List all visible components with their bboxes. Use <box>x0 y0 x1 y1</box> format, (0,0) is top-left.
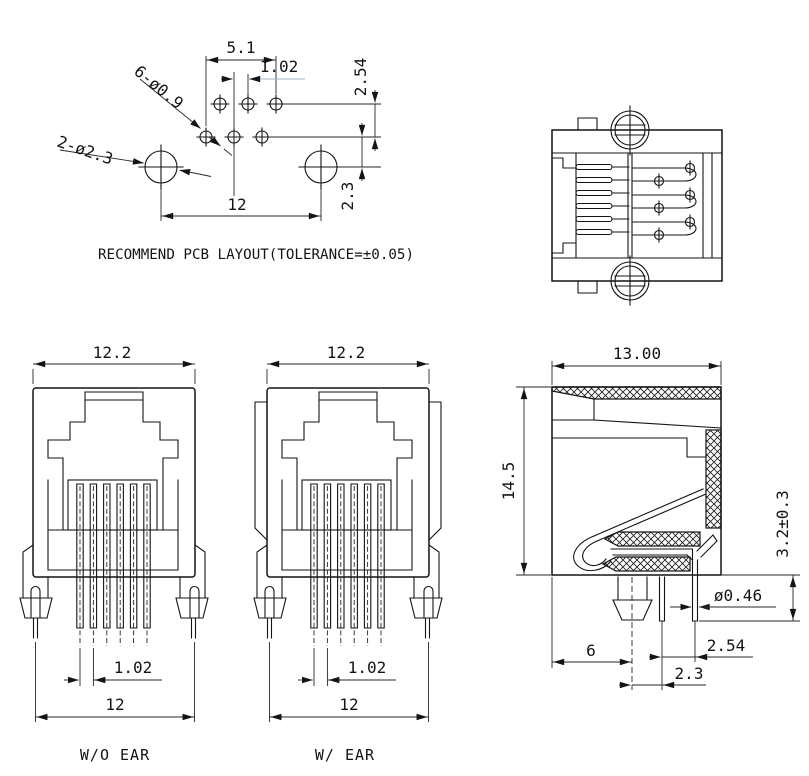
dim-row-pitch: 2.54 <box>351 58 370 97</box>
mount-post-top <box>610 105 650 156</box>
dim-mount-span-pcb: 12 <box>227 195 246 214</box>
dim-standoff: 3.2±0.3 <box>773 490 792 557</box>
label-big-holes: 2-ø2.3 <box>55 132 116 169</box>
dim-foot-span-w-ear: 12 <box>339 695 358 714</box>
hatched-latch-wall <box>705 429 722 529</box>
solder-pins-side <box>658 548 699 622</box>
dim-pin-pitch-pcb: 1.02 <box>260 57 299 76</box>
dim-foot-span-wo-ear: 12 <box>105 695 124 714</box>
front-view-without-ear: 12.2 1.02 12 W/O EAR <box>20 343 208 764</box>
mount-post-bottom <box>610 255 650 306</box>
dim-pin-pitch-side: 2.54 <box>707 636 746 655</box>
pcb-note: RECOMMEND PCB LAYOUT(TOLERANCE=±0.05) <box>98 247 414 263</box>
mount-peg <box>612 576 653 621</box>
dim-height: 14.5 <box>499 462 518 501</box>
hatched-bar-lower <box>601 556 691 572</box>
wire-traces <box>631 152 713 259</box>
pcb-layout-view: 5.1 1.02 2.54 2.3 12 6-ø0.9 2-ø2.3 RECOM… <box>55 38 414 263</box>
dim-pin-span: 5.1 <box>227 38 256 57</box>
top-view <box>551 105 723 306</box>
caption-w-ear: W/ EAR <box>315 746 375 764</box>
contact-comb <box>575 163 630 236</box>
dim-pin-dia: ø0.46 <box>714 586 762 605</box>
dim-peg-to-pin: 2.3 <box>675 664 704 683</box>
dim-pin-pitch-w-ear: 1.02 <box>348 658 387 677</box>
caption-wo-ear: W/O EAR <box>80 746 150 764</box>
hatched-bar-upper <box>603 531 701 547</box>
dim-width-w-ear: 12.2 <box>327 343 366 362</box>
front-view-with-ear: 12.2 1.02 12 W/ EAR <box>254 343 442 764</box>
ear-right <box>428 401 442 541</box>
label-small-holes: 6-ø0.9 <box>130 61 187 112</box>
dim-row-to-mount: 2.3 <box>338 182 357 211</box>
dim-depth: 13.00 <box>613 344 661 363</box>
dim-peg-offset: 6 <box>586 641 596 660</box>
ear-left <box>254 401 268 541</box>
big-holes <box>138 144 344 191</box>
side-view: 13.00 14.5 3.2±0.3 ø0.46 6 2.54 2.3 <box>499 344 800 690</box>
dim-width-wo-ear: 12.2 <box>93 343 132 362</box>
hatched-top-band <box>551 386 722 400</box>
dim-pin-pitch-wo-ear: 1.02 <box>114 658 153 677</box>
